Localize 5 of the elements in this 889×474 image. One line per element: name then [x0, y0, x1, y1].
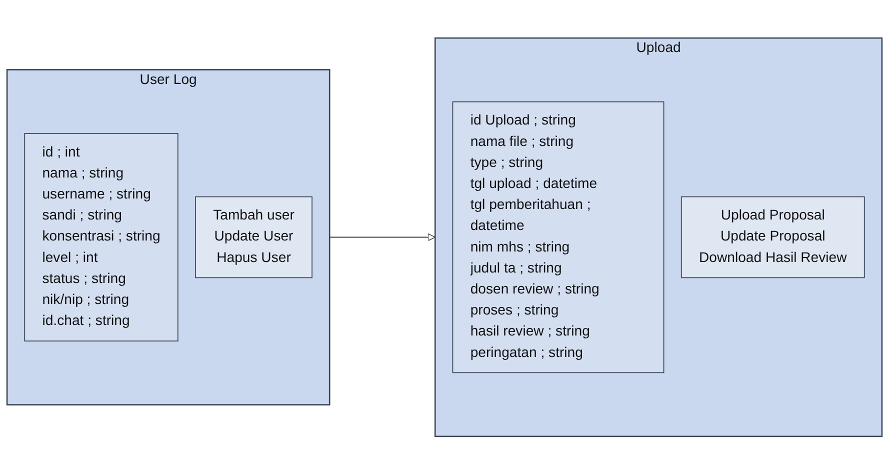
arrow — [329, 233, 436, 241]
node-box: Tambah user Update User Hapus User — [195, 196, 312, 278]
node-box: Upload Proposal Update Proposal Download Hasil Review — [680, 196, 865, 278]
node-box: id Upload ; string nama file ; string type ; string tgl upload ; datetime tgl pemberitahuan ; datetime nim mhs ; string judul ta ; string dosen review ; string proses ; string hasil review ; string peringatan ; string — [452, 101, 664, 373]
node-box: id ; int nama ; string username ; string sandi ; string konsentrasi ; string level ; int status ; string nik/nip ; string id.chat ; string — [24, 132, 178, 342]
